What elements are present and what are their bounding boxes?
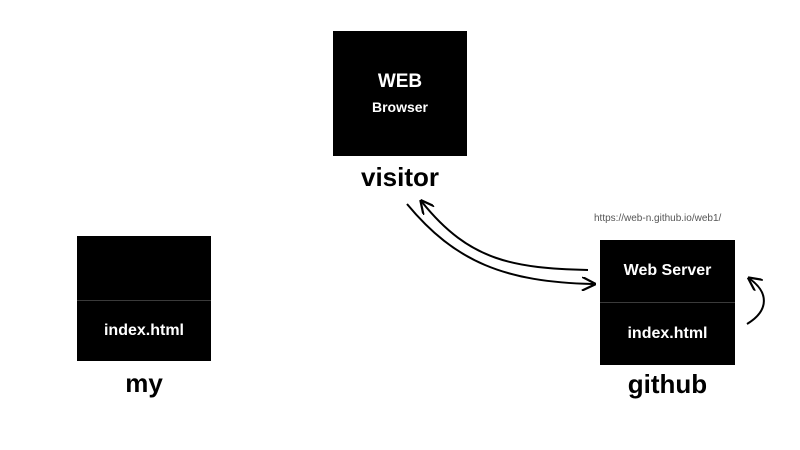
local-file-label: index.html <box>103 322 184 339</box>
github-caption: github <box>627 369 708 399</box>
visitor-caption: visitor <box>360 162 440 192</box>
server-url: https://web-n.github.io/web1/ <box>594 213 722 224</box>
server-file-label: index.html <box>627 325 708 342</box>
box-divider <box>600 302 735 303</box>
web-server-label: Web Server <box>623 262 712 279</box>
browser-title: WEB <box>377 70 423 92</box>
server-read-arrow <box>747 279 765 325</box>
request-arrow <box>406 203 593 284</box>
web-browser-box: WEB Browser <box>333 31 467 156</box>
local-computer-box: index.html <box>77 236 211 361</box>
response-arrow <box>422 202 589 271</box>
my-caption: my <box>125 368 163 398</box>
box-divider <box>77 300 211 301</box>
browser-subtitle: Browser <box>371 98 429 115</box>
web-server-box: Web Server index.html <box>600 240 735 365</box>
